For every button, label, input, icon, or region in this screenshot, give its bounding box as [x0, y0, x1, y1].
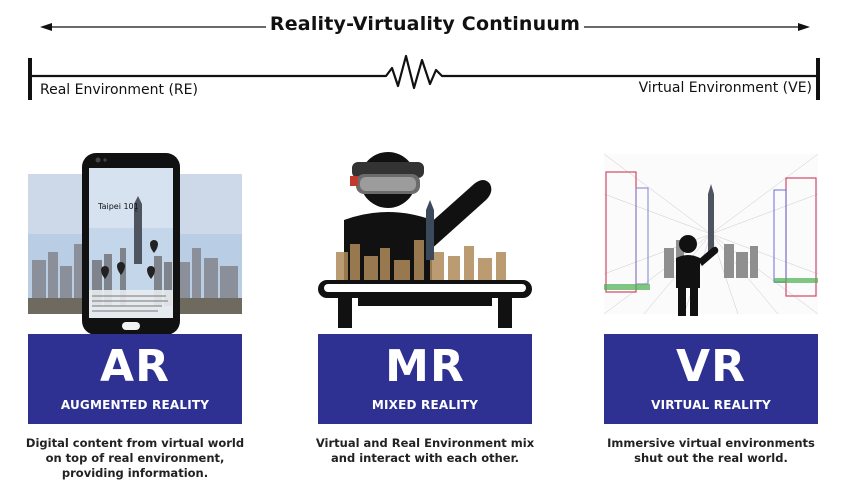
ar-illustration: Taipei 101 — [28, 153, 242, 334]
ar-badge: AR AUGMENTED REALITY — [28, 334, 242, 424]
mr-description-line: Virtual and Real Environment mix — [315, 436, 535, 450]
mr-column: MR MIXED REALITY Virtual and Real Enviro… — [316, 148, 534, 488]
ar-full-name: AUGMENTED REALITY — [60, 398, 210, 412]
smartphone-icon — [82, 153, 180, 334]
mr-description: Virtual and Real Environment mix and int… — [308, 436, 542, 466]
zigzag-icon — [30, 54, 818, 90]
person-icon — [676, 235, 719, 316]
map-pin-icon — [101, 240, 158, 279]
continuum-header: Reality-Virtuality Continuum Real Enviro… — [0, 0, 850, 110]
ar-abbr: AR — [100, 341, 170, 392]
mr-illustration — [318, 152, 532, 328]
ar-description-line: Digital content from virtual world — [25, 436, 245, 450]
arrow-right-icon — [798, 23, 810, 31]
headset-icon — [350, 162, 424, 194]
vr-description-line: Immersive virtual environments — [607, 436, 815, 450]
mr-badge: MR MIXED REALITY — [318, 334, 532, 424]
mr-abbr: MR — [385, 341, 465, 392]
arrow-left-icon — [40, 23, 52, 31]
vr-illustration — [604, 153, 818, 316]
vr-column: VR VIRTUAL REALITY Immersive virtual env… — [604, 148, 818, 488]
vr-description: Immersive virtual environments shut out … — [594, 436, 828, 466]
vr-full-name: VIRTUAL REALITY — [651, 398, 771, 412]
vr-abbr: VR — [676, 341, 746, 392]
virtual-environment-label: Virtual Environment (VE) — [638, 80, 812, 96]
mr-full-name: MIXED REALITY — [371, 398, 479, 412]
ar-column: Taipei 101 AR AUGMENTED REALITY Digital … — [26, 148, 244, 488]
continuum-title: Reality-Virtuality Continuum — [0, 13, 850, 35]
vr-description-line: shut out the real world. — [634, 451, 788, 465]
vr-badge: VR VIRTUAL REALITY — [604, 334, 818, 424]
ar-description: Digital content from virtual world on to… — [18, 436, 252, 481]
real-environment-label: Real Environment (RE) — [40, 82, 198, 98]
ar-description-line: on top of real environment, — [45, 451, 225, 465]
ar-description-line: providing information. — [61, 466, 209, 480]
phone-label: Taipei 101 — [97, 202, 139, 211]
mr-description-line: and interact with each other. — [331, 451, 519, 465]
